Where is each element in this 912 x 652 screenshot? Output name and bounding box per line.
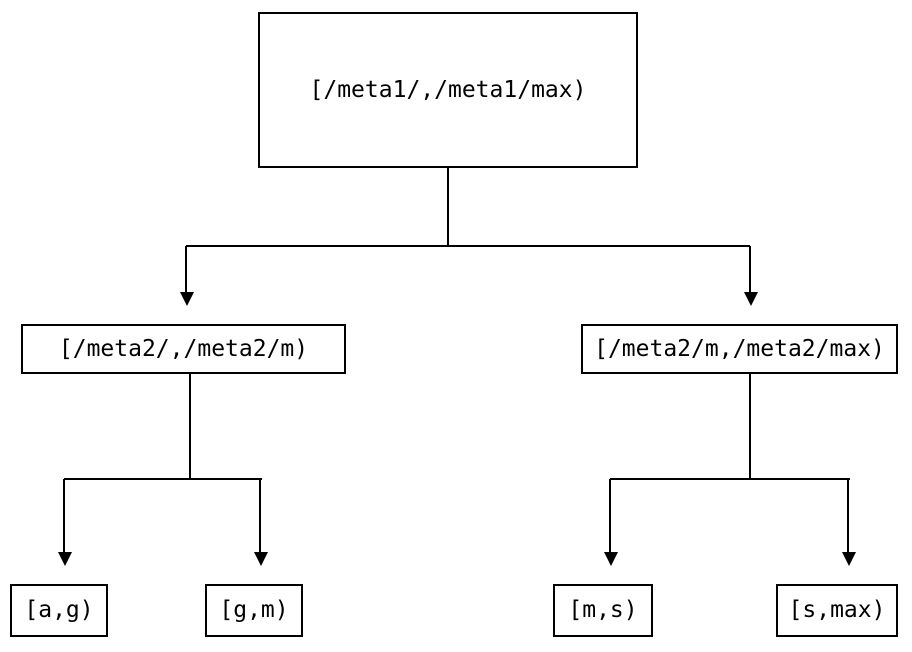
node-label-leaf-smax: [s,max) (788, 597, 886, 623)
connector-root-bar (186, 245, 750, 247)
connector-mid-right-bar (610, 478, 850, 480)
node-leaf-smax[interactable]: [s,max) (776, 584, 898, 637)
node-mid-left[interactable]: [/meta2/,/meta2/m) (21, 324, 346, 374)
connector-mid-right-to-leaf-smax (847, 479, 849, 552)
connector-mid-left-stem (189, 374, 191, 479)
node-label-leaf-ag: [a,g) (24, 597, 94, 623)
connector-mid-right-stem (749, 374, 751, 479)
arrow-mid-right-icon (744, 292, 758, 306)
connector-root-to-mid-left (185, 246, 187, 302)
node-label-mid-right: [/meta2/m,/meta2/max) (594, 335, 885, 362)
node-leaf-ms[interactable]: [m,s) (553, 584, 653, 637)
node-mid-right[interactable]: [/meta2/m,/meta2/max) (581, 324, 898, 374)
node-label-root: [/meta1/,/meta1/max) (309, 76, 587, 103)
connector-mid-right-to-leaf-ms (609, 479, 611, 552)
node-leaf-ag[interactable]: [a,g) (10, 584, 108, 637)
connector-mid-left-bar (64, 478, 262, 480)
connector-root-stem (447, 168, 449, 246)
node-root[interactable]: [/meta1/,/meta1/max) (258, 12, 638, 168)
arrow-mid-left-icon (180, 292, 194, 306)
node-leaf-gm[interactable]: [g,m) (205, 584, 303, 637)
node-label-mid-left: [/meta2/,/meta2/m) (58, 335, 309, 362)
arrow-leaf-ms-icon (604, 552, 618, 566)
arrow-leaf-gm-icon (254, 552, 268, 566)
arrow-leaf-ag-icon (58, 552, 72, 566)
node-label-leaf-gm: [g,m) (219, 597, 289, 623)
node-label-leaf-ms: [m,s) (568, 597, 638, 623)
arrow-leaf-smax-icon (842, 552, 856, 566)
connector-root-to-mid-right (749, 246, 751, 302)
connector-mid-left-to-leaf-ag (63, 479, 65, 552)
connector-mid-left-to-leaf-gm (259, 479, 261, 552)
